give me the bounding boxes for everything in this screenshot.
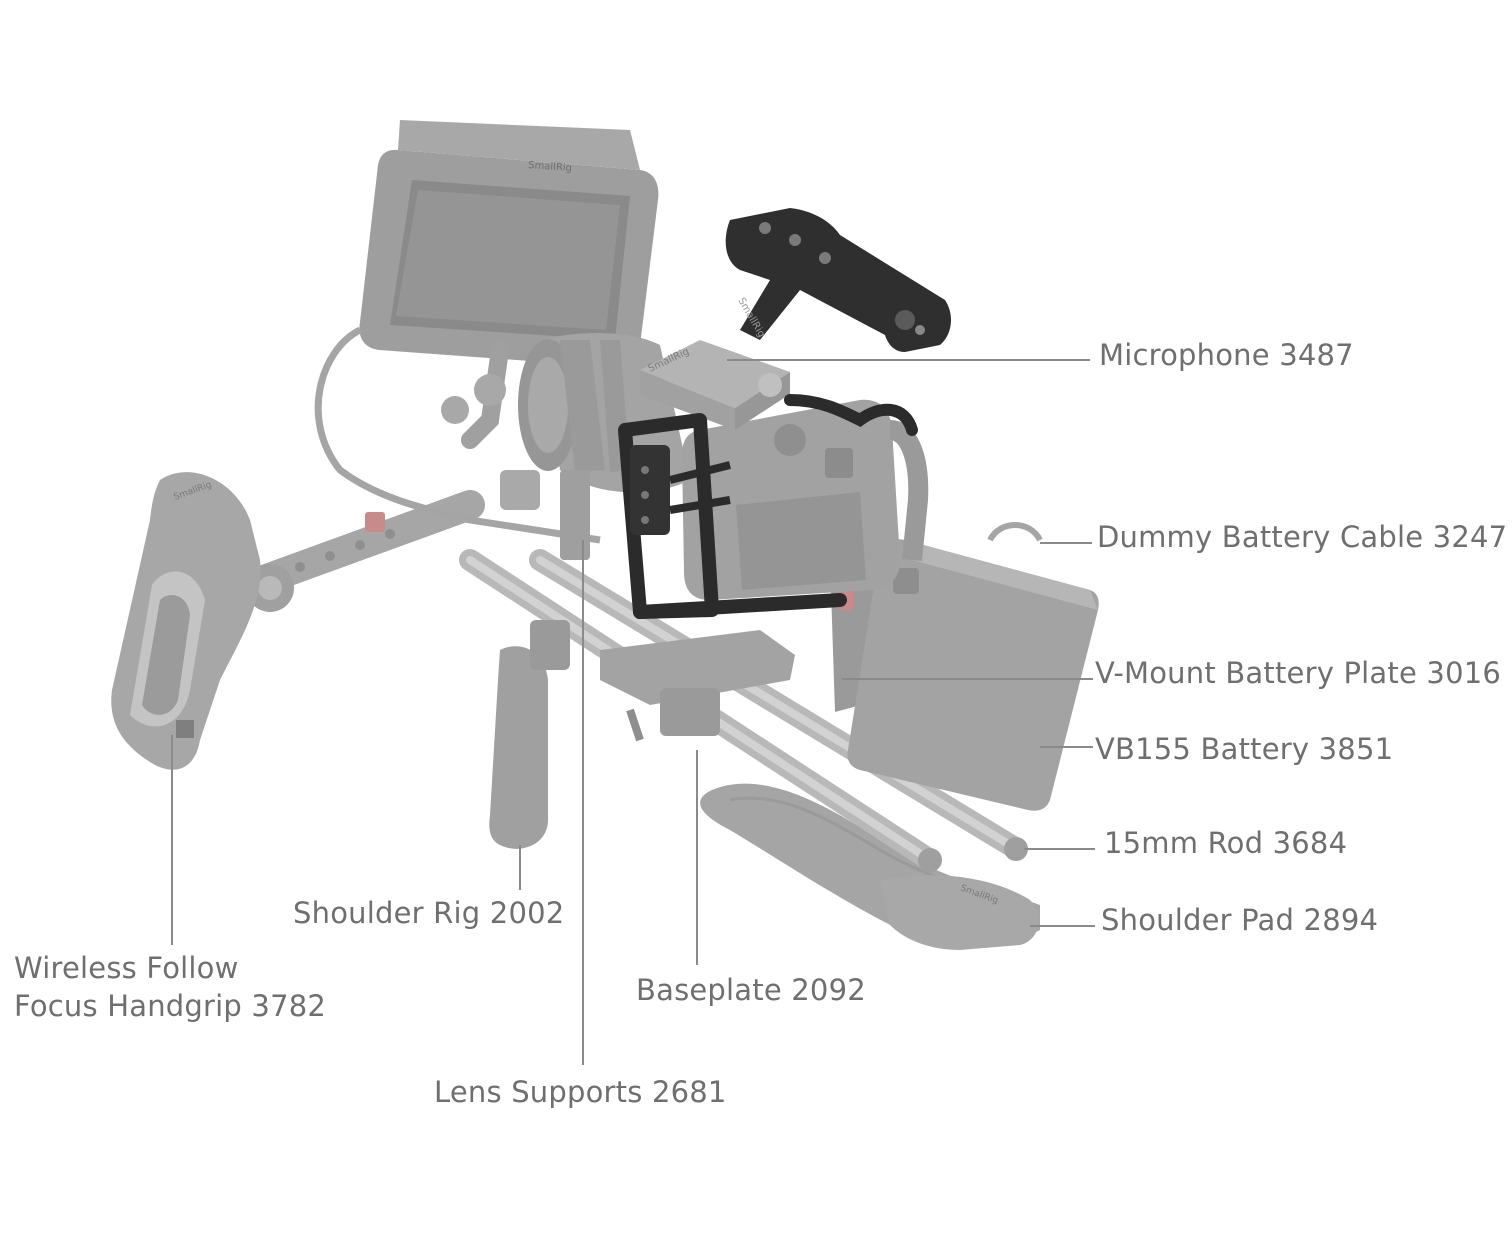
camera-cage (618, 394, 918, 619)
vb155-battery (847, 522, 1099, 811)
label-15mm-rod: 15mm Rod 3684 (1104, 826, 1348, 860)
label-follow-focus-line2: Focus Handgrip 3782 (14, 989, 327, 1023)
baseplate (600, 630, 795, 742)
shoulder-rig (235, 490, 570, 849)
follow-focus-handgrip: SmallRig (111, 472, 261, 770)
label-shoulder-pad: Shoulder Pad 2894 (1101, 903, 1379, 937)
label-vb155-battery: VB155 Battery 3851 (1095, 732, 1394, 766)
lens-supports (500, 470, 590, 560)
label-microphone: Microphone 3487 (1099, 338, 1354, 372)
monitor: SmallRig (314, 120, 659, 544)
camera-body (682, 399, 929, 600)
label-baseplate: Baseplate 2092 (636, 973, 866, 1007)
leader-lines (171, 359, 1095, 1065)
top-handle: SmallRig (725, 208, 952, 352)
label-dummy-battery-cable: Dummy Battery Cable 3247 (1097, 520, 1508, 554)
label-vmount-battery-plate: V-Mount Battery Plate 3016 (1095, 656, 1502, 690)
label-lens-supports: Lens Supports 2681 (434, 1075, 727, 1109)
label-follow-focus-line1: Wireless Follow (14, 951, 239, 985)
monitor-brand-mark: SmallRig (528, 160, 573, 174)
label-shoulder-rig: Shoulder Rig 2002 (293, 896, 565, 930)
microphone: SmallRig (640, 340, 790, 430)
shoulder-pad-front: SmallRig (880, 875, 1039, 950)
label-follow-focus-handgrip: Wireless Follow Focus Handgrip 3782 (14, 949, 326, 1025)
